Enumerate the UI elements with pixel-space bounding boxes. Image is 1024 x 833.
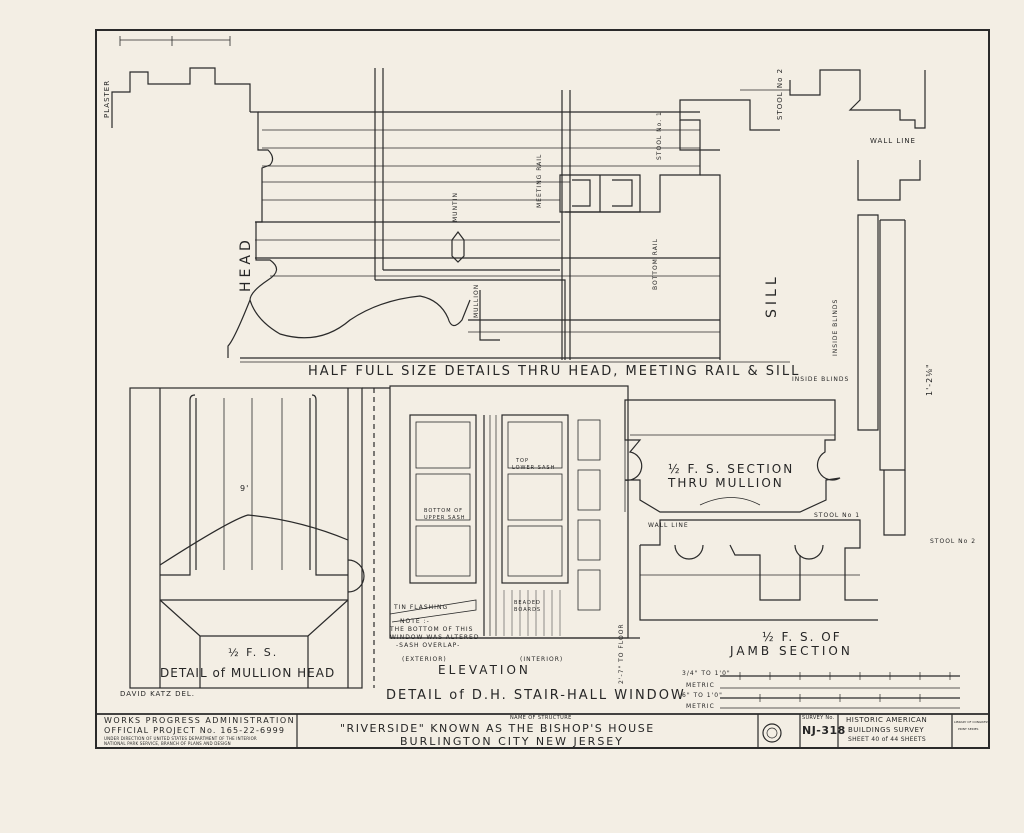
stool-no2-label: STOOL No 2: [930, 538, 977, 545]
agency-line-2: OFFICIAL PROJECT No. 165-22-6999: [104, 726, 286, 735]
to-floor-label: 2'-7" TO FLOOR: [618, 623, 625, 684]
agency-line-4: NATIONAL PARK SERVICE, BRANCH OF PLANS A…: [104, 741, 231, 746]
elevation-title: ELEVATION: [438, 663, 531, 677]
scale-label-2: METRIC: [686, 682, 715, 689]
stool-no1-label: STOOL No 1: [814, 512, 861, 519]
top-lower-sash-label-1: TOP: [516, 458, 530, 464]
detail-mullion-head-title: DETAIL of MULLION HEAD: [160, 666, 336, 680]
wall-line-top-label: WALL LINE: [870, 137, 916, 145]
tin-flashing-label: TIN FLASHING: [394, 604, 449, 611]
sheet-number: SHEET 40 of 44 SHEETS: [848, 736, 926, 743]
structure-location: BURLINGTON CITY NEW JERSEY: [400, 735, 624, 748]
structure-name: "RIVERSIDE" KNOWN AS THE BISHOP'S HOUSE: [340, 722, 655, 735]
muntin-label: MUNTIN: [452, 192, 459, 222]
delineator-label: DAVID KATZ DEL.: [120, 690, 196, 698]
name-of-structure-header: NAME OF STRUCTURE: [510, 715, 572, 721]
dimension-9: 9': [240, 484, 250, 493]
scale-label-1: 3/4" TO 1'0": [682, 670, 731, 677]
inside-blinds-label: INSIDE BLINDS: [792, 376, 850, 383]
note-line-4: -SASH OVERLAP-: [396, 642, 461, 649]
scale-label-3: 6" TO 1'0": [682, 692, 723, 699]
wall-line-label: WALL LINE: [648, 522, 689, 529]
inside-blinds-vertical-label: INSIDE BLINDS: [832, 298, 839, 356]
library-line-2: PRINT SERIES: [958, 727, 979, 731]
interior-label: (INTERIOR): [520, 656, 564, 663]
sill-label: SILL: [764, 273, 780, 318]
jamb-section-title-1: ½ F. S. OF: [762, 630, 842, 644]
bottom-rail-label: BOTTOM RAIL: [652, 238, 659, 290]
detail-dh-stair-hall-window-title: DETAIL of D.H. STAIR-HALL WINDOW: [386, 688, 686, 703]
note-line-3: WINDOW WAS ALTERED: [390, 634, 480, 641]
meeting-rail-label: MEETING RAIL: [536, 153, 543, 208]
half-full-size-title: HALF FULL SIZE DETAILS THRU HEAD, MEETIN…: [308, 364, 801, 379]
mullion-label: MULLION: [473, 283, 480, 318]
head-label: HEAD: [238, 236, 254, 292]
mullion-section-title-1: ½ F. S. SECTION: [668, 462, 795, 476]
stool-no2-top-label: STOOL No 2: [776, 67, 784, 120]
library-line-1: LIBRARY OF CONGRESS: [954, 720, 990, 724]
jamb-section-title-2: JAMB SECTION: [730, 644, 853, 658]
note-line-1: NOTE :-: [400, 618, 430, 625]
plaster-label: PLASTER: [103, 79, 111, 118]
dimension-1-2-16: 1'-2⅛": [925, 363, 934, 396]
mullion-head-scale-label: ½ F. S.: [228, 646, 279, 659]
note-line-2: THE BOTTOM OF THIS: [390, 626, 474, 633]
mullion-section-title-2: THRU MULLION: [668, 476, 784, 490]
beaded-boards-label-1: BEADED: [514, 600, 541, 606]
exterior-label: (EXTERIOR): [402, 656, 447, 663]
agency-line-3: UNDER DIRECTION OF UNITED STATES DEPARTM…: [104, 736, 257, 741]
beaded-boards-label-2: BOARDS: [514, 607, 542, 613]
bottom-upper-sash-label-1: BOTTOM OF: [424, 508, 463, 514]
stool-no1-top-label: STOOL No. 1: [656, 111, 663, 160]
top-lower-sash-label-2: LOWER SASH: [512, 465, 556, 471]
agency-line-1: WORKS PROGRESS ADMINISTRATION: [104, 716, 296, 725]
sheet-border: [95, 29, 990, 749]
survey-number: NJ-318: [802, 724, 846, 737]
bottom-upper-sash-label-2: UPPER SASH: [424, 515, 466, 521]
habs-line-1: HISTORIC AMERICAN: [846, 716, 928, 724]
habs-line-2: BUILDINGS SURVEY: [848, 726, 925, 734]
scale-label-4: METRIC: [686, 703, 715, 710]
survey-number-header: SURVEY No.: [802, 715, 835, 721]
